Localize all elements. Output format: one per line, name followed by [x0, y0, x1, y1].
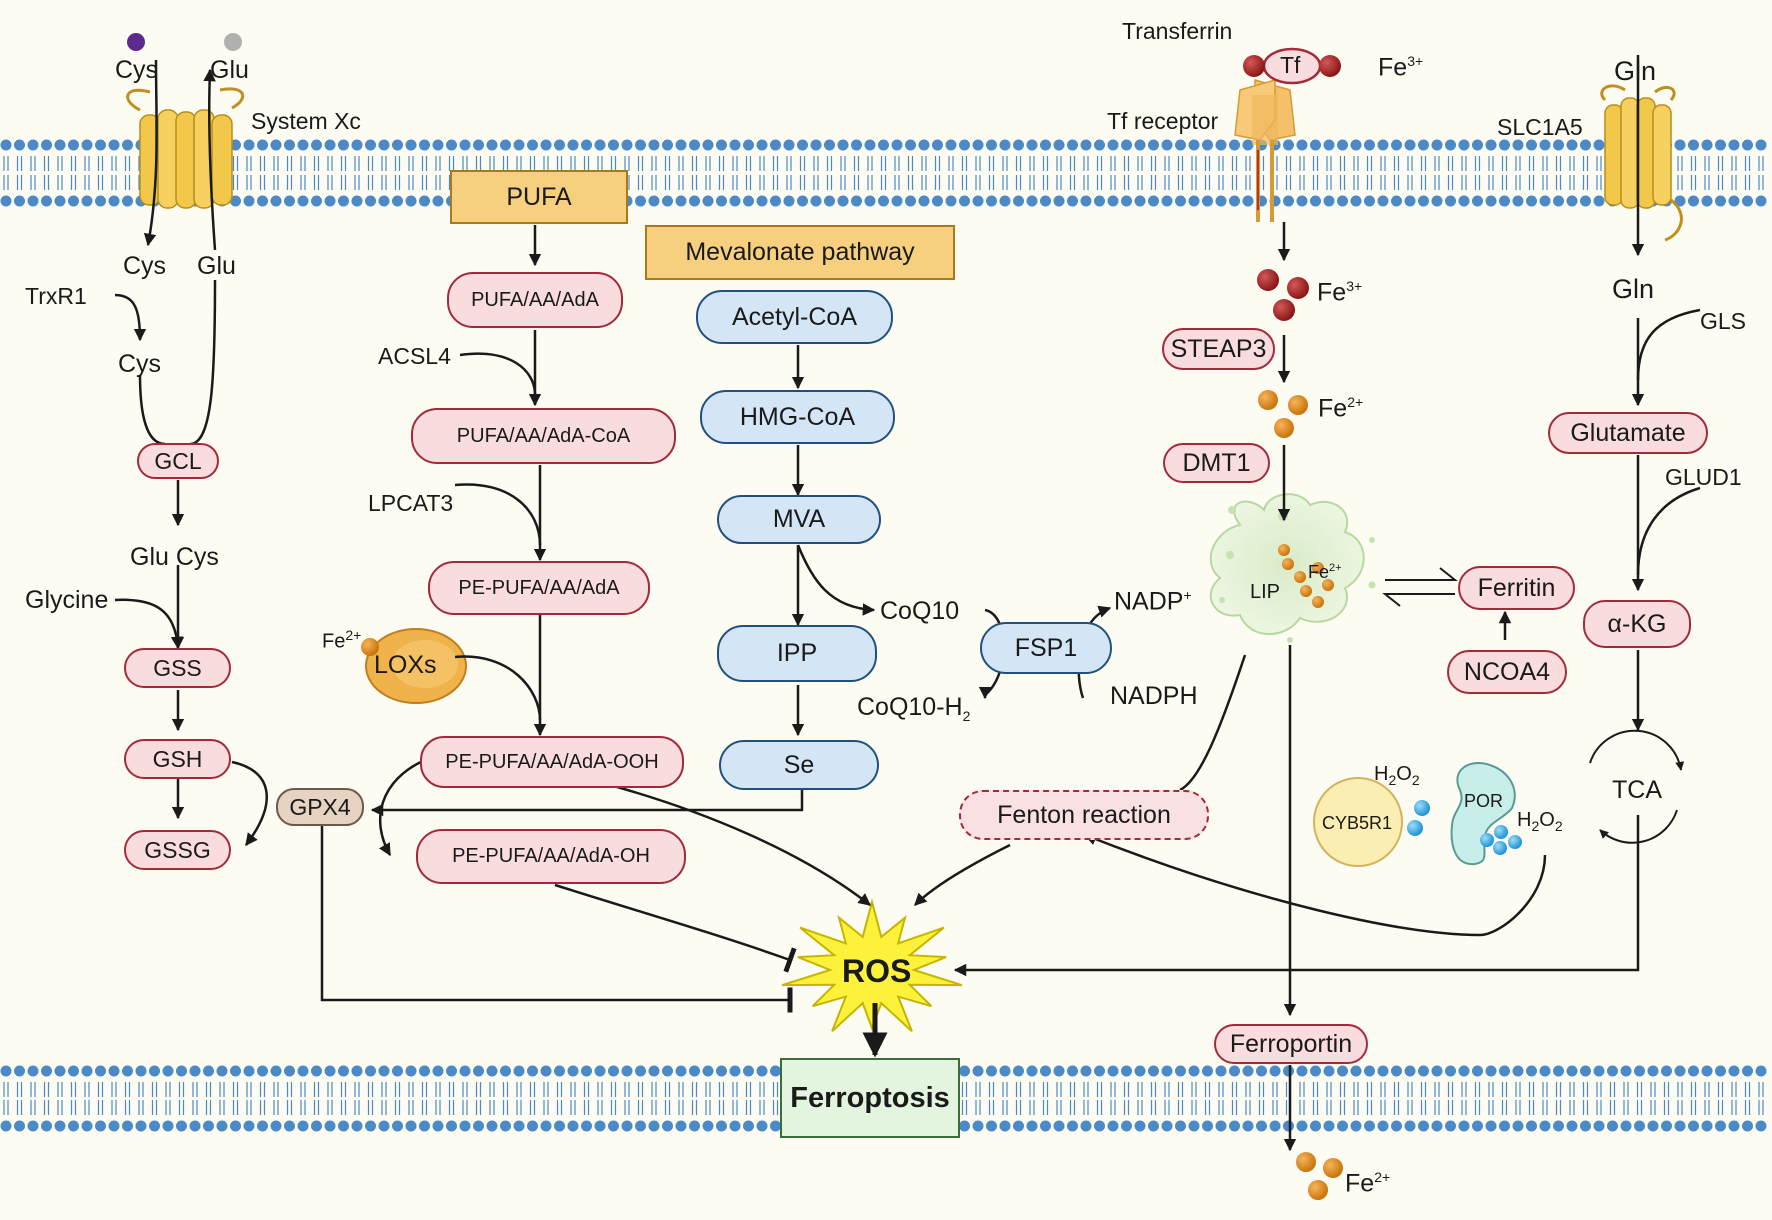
trxr1-label: TrxR1 — [25, 283, 87, 309]
ncoa4-node: NCOA4 — [1447, 650, 1567, 694]
acsl4-label: ACSL4 — [378, 343, 451, 369]
steap3-node: STEAP3 — [1162, 328, 1275, 370]
se-node: Se — [719, 740, 879, 790]
fe2-ball-c — [1274, 418, 1294, 438]
acetyl-coa-node: Acetyl-CoA — [696, 290, 893, 344]
lip-label: LIP — [1250, 581, 1281, 603]
h2o2-right-label: H2O2 — [1517, 809, 1563, 834]
nadph-label: NADPH — [1110, 682, 1198, 710]
fe3-ball-left — [1243, 55, 1265, 77]
glud1-label: GLUD1 — [1665, 464, 1742, 490]
fe2-out-ball-b — [1323, 1158, 1343, 1178]
fe3-ball-right — [1319, 55, 1341, 77]
pufa-aa-ada-node: PUFA/AA/AdA — [447, 272, 623, 328]
cys-intracellular-label: Cys — [123, 252, 167, 280]
cyb5r1-label: CYB5R1 — [1322, 813, 1393, 833]
transferrin-label: Transferrin — [1122, 18, 1233, 44]
tf-receptor-label: Tf receptor — [1107, 108, 1219, 134]
lpcat3-label: LPCAT3 — [368, 490, 454, 516]
glutamate-node: Glutamate — [1548, 412, 1708, 454]
cys-reduced-label: Cys — [118, 350, 162, 378]
h2o2-top-label: H2O2 — [1374, 763, 1420, 788]
cys-molecule — [127, 33, 145, 51]
fe3-top-label: Fe3+ — [1378, 53, 1424, 82]
ferroptosis-box: Ferroptosis — [780, 1058, 960, 1138]
dmt1-node: DMT1 — [1163, 443, 1270, 483]
mevalonate-pathway-box: Mevalonate pathway — [645, 225, 955, 280]
fe2-out-ball-a — [1296, 1152, 1316, 1172]
cys-extracellular-label: Cys — [115, 56, 159, 84]
system-xc-transporter — [126, 87, 245, 209]
lox-fe-label: Fe2+ — [322, 627, 362, 653]
h2o2-ball-left — [1414, 800, 1430, 816]
fenton-reaction-node: Fenton reaction — [959, 790, 1209, 840]
fe2-label: Fe2+ — [1318, 394, 1364, 423]
ipp-node: IPP — [717, 625, 877, 682]
pe-pufa-node: PE-PUFA/AA/AdA — [428, 561, 650, 615]
labile-iron-pool — [1209, 493, 1376, 643]
ros-label: ROS — [842, 953, 912, 989]
pufa-box: PUFA — [450, 170, 628, 224]
nadp-label: NADP+ — [1114, 587, 1192, 616]
fe3-label: Fe3+ — [1317, 278, 1363, 307]
fe2-ball-b — [1288, 395, 1308, 415]
pe-pufa-ooh-node: PE-PUFA/AA/AdA-OOH — [420, 736, 684, 788]
pathway-arrows — [114, 55, 1701, 1152]
fsp1-node: FSP1 — [980, 622, 1112, 674]
fe3-ball-b — [1287, 277, 1309, 299]
glu-cys-label: Glu Cys — [130, 543, 219, 571]
gpx4-node: GPX4 — [276, 788, 364, 826]
gln-extracellular-label: Gln — [1614, 56, 1657, 86]
gls-label: GLS — [1700, 308, 1747, 334]
cell-membrane-top — [0, 139, 1767, 207]
akg-node: α-KG — [1583, 600, 1691, 648]
h2o2-ball-left2 — [1407, 820, 1423, 836]
glu-intracellular-label: Glu — [197, 252, 236, 280]
gsh-node: GSH — [124, 739, 231, 779]
tf-receptor — [1234, 79, 1296, 222]
fe2-out-ball-c — [1308, 1180, 1328, 1200]
glu-extracellular-label: Glu — [210, 56, 249, 84]
loxs-label: LOXs — [374, 651, 437, 679]
slc1a5-label: SLC1A5 — [1497, 114, 1583, 140]
lox-fe-ball — [361, 638, 379, 656]
ros-burst — [781, 898, 963, 1033]
h2o2-balls-right — [1480, 825, 1522, 855]
hmg-coa-node: HMG-CoA — [700, 390, 895, 444]
system-xc-label: System Xc — [251, 108, 361, 134]
mva-node: MVA — [717, 495, 881, 544]
slc1a5-transporter — [1600, 84, 1683, 242]
lip-fe-label: Fe2+ — [1308, 562, 1342, 582]
glu-molecule — [224, 33, 242, 51]
tf-label: Tf — [1280, 52, 1301, 78]
ferritin-node: Ferritin — [1458, 566, 1575, 610]
pufa-coa-node: PUFA/AA/AdA-CoA — [411, 408, 676, 464]
coq10-label: CoQ10 — [880, 597, 960, 625]
ferroportin-node: Ferroportin — [1214, 1024, 1368, 1064]
gssg-node: GSSG — [124, 830, 231, 870]
coq10h2-label: CoQ10-H2 — [857, 693, 971, 724]
fe2-ball-a — [1258, 390, 1278, 410]
tca-label: TCA — [1612, 776, 1662, 804]
lip-fe2-balls — [1278, 544, 1334, 608]
fe3-ball-a — [1257, 269, 1279, 291]
fe2-out-label: Fe2+ — [1345, 1169, 1391, 1198]
pe-pufa-oh-node: PE-PUFA/AA/AdA-OH — [416, 829, 686, 884]
gcl-node: GCL — [137, 443, 219, 479]
por-label: POR — [1464, 791, 1504, 811]
gss-node: GSS — [124, 648, 231, 688]
cyb5r1-protein — [1313, 777, 1403, 867]
gln-intracellular-label: Gln — [1612, 274, 1655, 304]
fe3-ball-c — [1273, 299, 1295, 321]
glycine-label: Glycine — [25, 586, 109, 614]
